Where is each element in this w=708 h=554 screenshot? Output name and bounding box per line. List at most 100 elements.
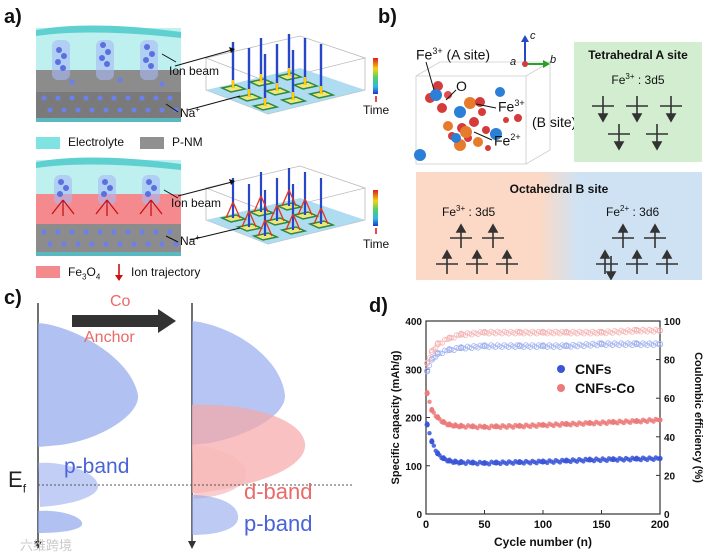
axis-a-label: a [510,56,517,68]
series-1-data-point [587,420,593,426]
series-2-data-point [516,342,523,350]
anchor-label: Anchor [84,329,135,346]
y2-tick-label: 20 [664,471,676,482]
series-3-data-point [633,327,640,334]
ion-beam-label-bottom: Ion beam [171,196,222,210]
series-0-data-point [517,459,523,465]
octa-right-bg [578,172,702,280]
pband-right-label: p-band [244,511,313,536]
series-1-data-point [540,422,546,428]
grid-3d-top [174,34,367,115]
dband-label: d-band [244,479,313,504]
series-3-data-point [598,329,605,336]
series-2-data-point [656,341,664,348]
octa-mid-bg [540,172,578,280]
series-1-data-point [634,418,640,424]
panel-a: a) [0,0,400,285]
series-0-data-point [563,458,569,464]
series-1-data-point [563,421,569,427]
fe3-a-site-label: Fe3+ (A site) [416,46,491,63]
series-1-data-point [440,419,447,425]
series-1-data-point [481,424,488,430]
ef-label: Ef [8,467,27,496]
x-tick-label: 200 [651,519,669,531]
series-0-data-point [657,455,663,462]
octahedral-spins [436,223,678,280]
x-tick-label: 100 [534,519,552,531]
panel-c: c) Co Anchor p-band Ef d-band p-band 六维跨… [0,285,355,554]
octahedral-title: Octahedral B site [509,182,609,196]
series-3-data-point [434,341,441,348]
watermark: 六维跨境 [20,538,73,553]
crystal-structure [414,35,551,165]
legend-top [36,137,164,149]
pointer-lines [425,61,497,141]
octa-config-fe3: Fe3+ : 3d5 [442,204,496,219]
series-3-fill-point [426,355,433,361]
series-1-data-point [429,407,435,413]
series-1-data-point [452,423,458,429]
axis-b-label: b [550,54,557,66]
series-0-data-point [440,455,447,462]
legend-marker-cnfs-co [557,384,565,392]
legend-label-cnfs: CNFs [575,361,612,377]
fe2-label: Fe2+ [494,132,521,149]
series-1-data-point [435,414,441,421]
o-label: O [456,78,467,94]
legend-label-cnfs-co: CNFs-Co [575,380,635,396]
series-1-data-point [446,422,452,428]
y2-axis-label: Coulombic efficiency (%) [692,352,704,483]
tetrahedral-config: Fe3+ : 3d5 [611,72,665,87]
series-0-data-point [493,460,499,466]
time-colorbar-bottom [373,190,378,234]
series-3-data-point [428,348,435,355]
time-label-bottom: Time [363,237,390,251]
tetrahedral-spins [592,96,682,151]
series-0-data-point [481,460,488,466]
series-3-data-point [539,329,547,336]
series-0-data-point [452,459,458,465]
legend-marker-cnfs [557,365,565,373]
series-2-data-point [446,346,453,354]
series-2-data-point [481,342,488,350]
series-0-data-point [587,457,593,463]
series-3-data-point [481,329,488,336]
series-3-data-point [446,335,453,342]
legend-pnm-label: P-NM [172,135,203,149]
x-axis-label: Cycle number (n) [494,535,592,549]
time-colorbar-top [373,58,378,102]
fe3-b-label: Fe3+ [498,98,525,115]
band-diagram [34,303,352,549]
axis-c-label: c [530,30,536,42]
series-0-data-point [458,459,464,465]
series-0-data-point [435,451,441,457]
series-2-fill-point [433,354,439,360]
series-2-data-point [598,341,605,348]
series-0-data-point [470,460,476,466]
series-2-data-point [563,342,570,350]
panel-c-label: c) [4,287,22,309]
x-tick-label: 150 [592,519,610,531]
series-1-data-point [493,424,499,430]
series-0-fill-point [427,430,432,436]
series-1-data-point [517,423,523,429]
series-0-data-point [610,456,616,463]
x-tick-label: 50 [478,519,490,531]
series-0-data-point [424,422,430,428]
y-tick-label: 0 [416,510,422,521]
y2-tick-label: 40 [664,433,676,444]
legend-ion-trajectory-label: Ion trajectory [131,265,201,279]
series-3-data-point [516,329,523,336]
plot-frame [425,320,661,515]
y2-tick-label: 60 [664,394,676,405]
series-0-data-point [446,458,452,464]
series-3-data-point [656,327,664,334]
panel-a-schematic [36,25,378,281]
atoms [414,81,522,161]
bottom-cross-section [36,157,181,256]
series-0-data-point [540,459,546,465]
legend-electrolyte-label: Electrolyte [68,135,125,149]
pband-left-label: p-band [64,455,130,478]
